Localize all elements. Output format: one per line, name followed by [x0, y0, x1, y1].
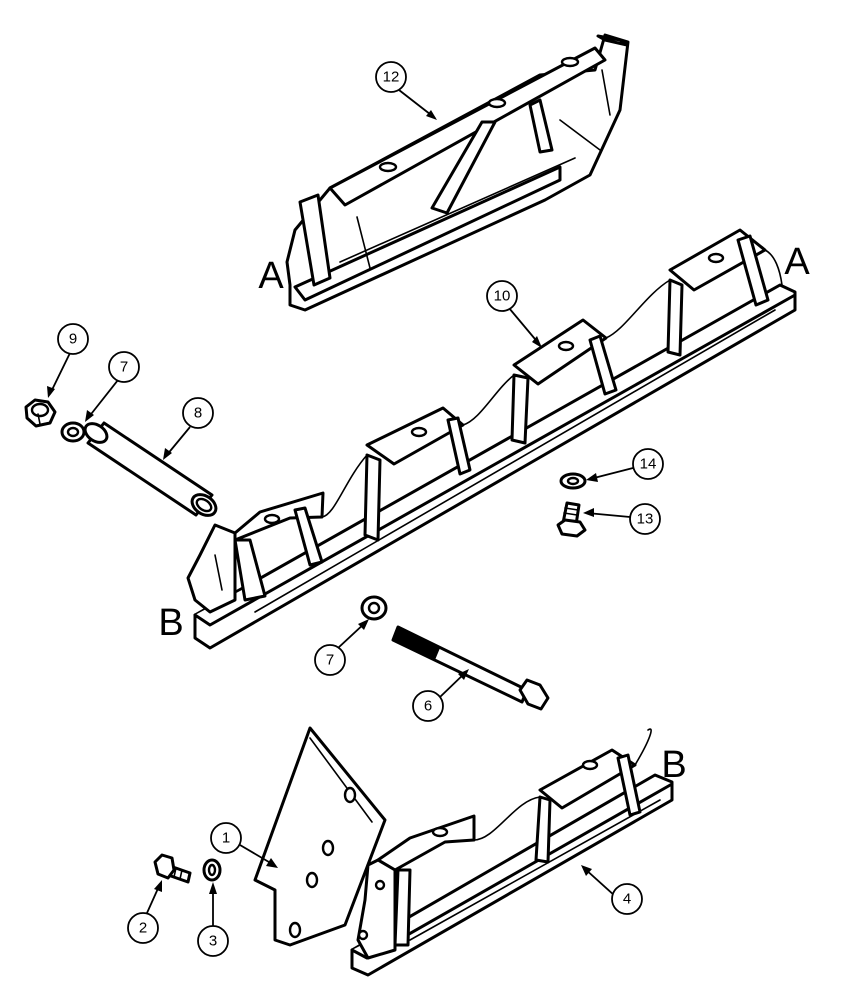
- callout-9: 9: [47, 323, 89, 398]
- callout-label: 2: [139, 920, 147, 937]
- callout-1: 1: [210, 822, 278, 868]
- callout-label: 12: [383, 69, 400, 86]
- callout-label: 10: [494, 288, 511, 305]
- callout-label: 8: [194, 405, 202, 422]
- callout-label: 9: [69, 331, 77, 348]
- ref-letter-a-left: A: [258, 255, 284, 297]
- rail-section-top: [285, 33, 630, 312]
- callout-7-lower: 7: [314, 619, 369, 676]
- washer-bottom: [202, 858, 222, 882]
- cap-screw-small: [556, 501, 587, 538]
- washer-small: [559, 472, 587, 490]
- callout-12: 12: [375, 61, 437, 120]
- callout-label: 7: [120, 359, 128, 376]
- callout-label: 13: [637, 511, 654, 528]
- callout-label: 6: [424, 698, 432, 715]
- callout-label: 7: [326, 652, 334, 669]
- ref-letter-a-right: A: [784, 241, 810, 283]
- callout-14: 14: [586, 448, 664, 482]
- ref-letter-b-left: B: [158, 602, 183, 644]
- callout-label: 1: [222, 830, 230, 847]
- side-plate: [253, 726, 387, 947]
- callout-label: 4: [623, 891, 631, 908]
- callout-7-upper: 7: [85, 351, 140, 422]
- washer-lower: [360, 595, 388, 621]
- callout-label: 14: [640, 456, 657, 473]
- callout-8: 8: [163, 397, 214, 460]
- rail-section-middle: [186, 228, 797, 650]
- long-bolt: [391, 625, 550, 711]
- callout-6: 6: [412, 669, 469, 722]
- callout-3: 3: [197, 882, 229, 957]
- sleeve-tube: [83, 421, 218, 517]
- rail-section-bottom: [350, 728, 674, 977]
- callout-2: 2: [127, 880, 162, 944]
- hex-bolt-small: [153, 853, 192, 884]
- callout-4: 4: [581, 865, 643, 915]
- callout-13: 13: [583, 503, 661, 535]
- callout-10: 10: [486, 280, 542, 348]
- nut: [24, 398, 57, 428]
- callout-label: 3: [209, 933, 217, 950]
- washer-upper: [60, 421, 86, 443]
